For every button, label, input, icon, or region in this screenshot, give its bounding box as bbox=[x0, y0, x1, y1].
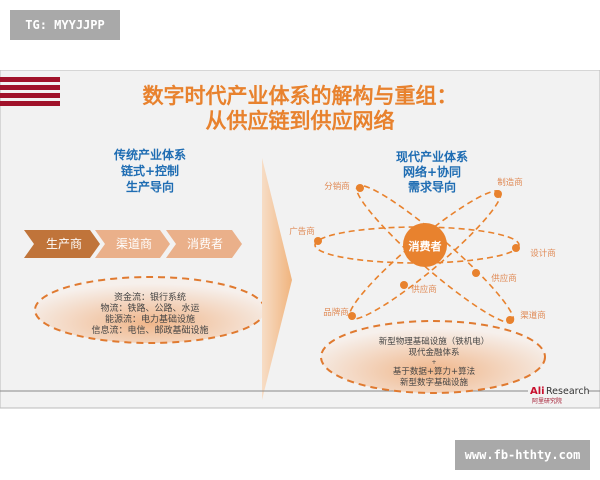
watermark-top: TG: MYYJJPP bbox=[10, 10, 120, 40]
right-heading-2: 网络+协同 bbox=[403, 164, 461, 179]
node-brand: 品牌商 bbox=[323, 307, 349, 318]
slide: 数字时代产业体系的解构与重组： 从供应链到供应网络 传统产业体系 链式+控制 生… bbox=[0, 70, 600, 409]
infra-ellipse bbox=[320, 320, 546, 394]
node-distributor: 分销商 bbox=[324, 181, 350, 192]
svg-text:Ali: Ali bbox=[530, 386, 545, 397]
flow-3: 能源流：电力基础设施 bbox=[105, 313, 195, 325]
node-advertiser: 广告商 bbox=[289, 226, 315, 237]
watermark-bottom: www.fb-hthty.com bbox=[455, 440, 590, 470]
flow-1: 资金流：银行系统 bbox=[114, 291, 186, 303]
chain-consumer: 消费者 bbox=[187, 237, 223, 251]
infra-2: 现代金融体系 bbox=[408, 347, 459, 358]
node-channel: 渠道商 bbox=[520, 310, 546, 321]
infra-4: 新型数字基础设施 bbox=[400, 377, 469, 388]
left-heading-1: 传统产业体系 bbox=[113, 147, 186, 162]
consumer-label: 消费者 bbox=[409, 239, 442, 253]
consumer-node bbox=[403, 223, 447, 267]
node-supplier-right: 供应商 bbox=[491, 273, 517, 284]
chain-producer: 生产商 bbox=[46, 236, 82, 251]
aliresearch-logo: Ali Research 阿里研究院 bbox=[530, 386, 590, 405]
svg-text:阿里研究院: 阿里研究院 bbox=[532, 397, 562, 405]
chain: 生产商 渠道商 消费者 bbox=[24, 230, 242, 258]
transition-arrow bbox=[262, 158, 292, 400]
title-line1: 数字时代产业体系的解构与重组： bbox=[143, 84, 458, 108]
left-heading-3: 生产导向 bbox=[126, 179, 174, 194]
node-designer: 设计商 bbox=[530, 248, 556, 259]
right-heading-1: 现代产业体系 bbox=[396, 149, 468, 164]
node-dots bbox=[314, 184, 520, 324]
infra-3: 基于数据+算力+算法 bbox=[393, 366, 475, 377]
infra-plus: + bbox=[431, 359, 436, 366]
flow-4: 信息流：电信、邮政基础设施 bbox=[91, 324, 208, 336]
chain-channel: 渠道商 bbox=[116, 236, 152, 251]
node-supplier-left: 供应商 bbox=[411, 284, 437, 295]
stripes-decoration bbox=[0, 77, 60, 106]
title-line2: 从供应链到供应网络 bbox=[206, 109, 395, 133]
infra-1: 新型物理基础设施（铁机电） bbox=[379, 336, 490, 347]
svg-text:Research: Research bbox=[546, 386, 590, 397]
left-heading-2: 链式+控制 bbox=[121, 163, 179, 178]
right-heading-3: 需求导向 bbox=[408, 179, 456, 194]
flow-2: 物流：铁路、公路、水运 bbox=[100, 302, 199, 314]
node-manufacturer: 制造商 bbox=[497, 177, 523, 188]
